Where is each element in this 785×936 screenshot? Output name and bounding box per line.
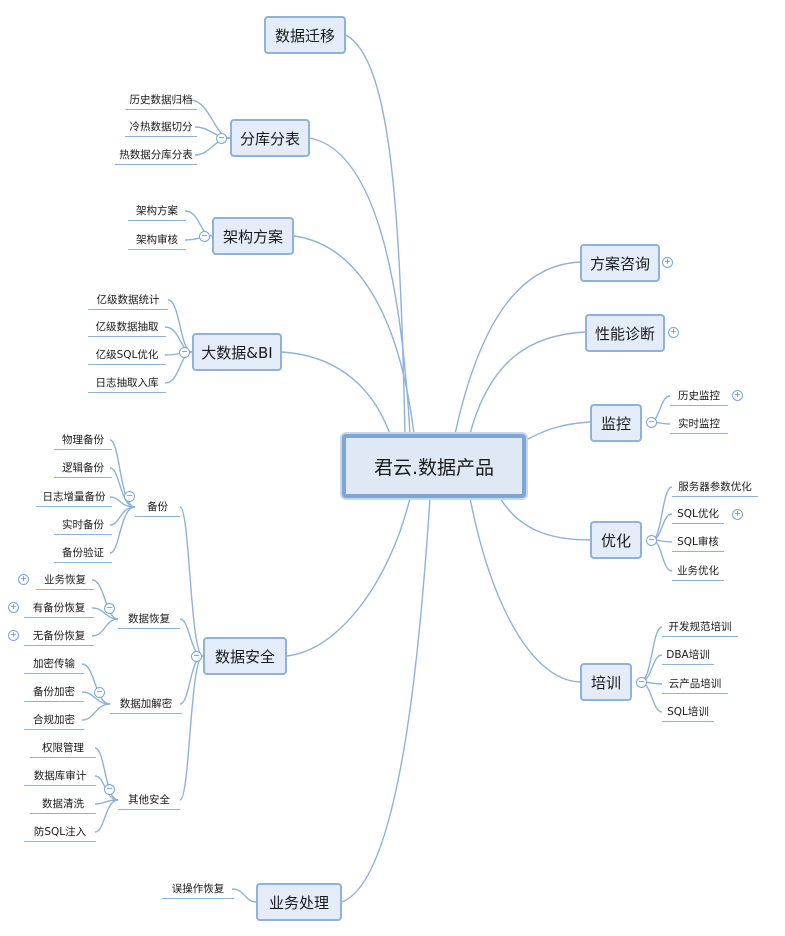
subtopic-item[interactable]: 加密传输 [24,654,84,674]
collapse-toggle-icon[interactable]: − [179,347,190,358]
topic-architecture[interactable]: 架构方案 [212,217,294,255]
collapse-toggle-icon[interactable]: − [191,651,202,662]
link-monitor [525,421,591,441]
subtopic-item[interactable]: 实时监控 [670,414,728,434]
collapse-toggle-icon[interactable]: − [646,417,657,428]
security-group-encryption[interactable]: 数据加解密 [110,694,182,714]
security-group-other[interactable]: 其他安全 [118,790,180,810]
collapse-toggle-icon[interactable]: − [94,687,105,698]
subtopic-item[interactable]: 亿级数据统计 [88,290,168,310]
subtopic-item[interactable]: 业务恢复 [36,570,94,590]
expand-toggle-icon[interactable]: + [8,630,19,641]
topic-training[interactable]: 培训 [580,663,632,701]
subtopic-item[interactable]: 服务器参数优化 [672,477,758,497]
link-architecture [293,235,415,435]
subtopic-item[interactable]: 亿级SQL优化 [88,345,166,365]
subtopic-item[interactable]: 历史监控 [670,386,728,406]
link-bigdata [281,351,391,435]
topic-monitor[interactable]: 监控 [590,404,642,442]
expand-toggle-icon[interactable]: + [662,257,673,268]
link-consulting [454,261,581,435]
topic-migration[interactable]: 数据迁移 [264,16,346,54]
subtopic-item[interactable]: 物理备份 [54,430,112,450]
subtopic-item[interactable]: 日志抽取入库 [88,373,166,393]
collapse-toggle-icon[interactable]: − [636,677,647,688]
subtopic-item[interactable]: 备份加密 [24,682,84,702]
subtopic-item[interactable]: SQL优化 [672,504,724,524]
security-group-recovery[interactable]: 数据恢复 [118,609,180,629]
subtopic-item[interactable]: 权限管理 [30,738,96,758]
central-topic[interactable]: 君云.数据产品 [342,434,526,498]
topic-security[interactable]: 数据安全 [203,637,287,675]
collapse-toggle-icon[interactable]: − [104,784,115,795]
topic-sharding[interactable]: 分库分表 [230,119,310,157]
subtopic-item[interactable]: 冷热数据切分 [125,117,197,137]
subtopic-item[interactable]: 亿级数据抽取 [88,317,166,337]
subtopic-item[interactable]: 热数据分库分表 [115,145,197,165]
subtopic-item[interactable]: 误操作恢复 [162,879,234,899]
link-training [469,497,581,683]
subtopic-item[interactable]: 逻辑备份 [54,458,112,478]
topic-diagnosis[interactable]: 性能诊断 [585,314,665,352]
expand-toggle-icon[interactable]: + [732,390,743,401]
subtopic-item[interactable]: 防SQL注入 [24,822,96,842]
expand-toggle-icon[interactable]: + [668,327,679,338]
expand-toggle-icon[interactable]: + [732,509,743,520]
link-diagnosis [469,331,586,435]
collapse-toggle-icon[interactable]: − [124,491,135,502]
security-group-backup[interactable]: 备份 [135,497,180,517]
subtopic-item[interactable]: 架构审核 [128,230,186,250]
subtopic-item[interactable]: 业务优化 [672,561,724,581]
subtopic-item[interactable]: SQL审核 [672,532,724,552]
subtopic-item[interactable]: 数据清洗 [30,794,96,814]
link-optimize [499,497,591,541]
link-migration [345,34,406,435]
collapse-toggle-icon[interactable]: − [104,603,115,614]
topic-consulting[interactable]: 方案咨询 [580,244,660,282]
expand-toggle-icon[interactable]: + [18,574,29,585]
collapse-toggle-icon[interactable]: − [646,535,657,546]
subtopic-item[interactable]: 历史数据归档 [125,90,197,110]
subtopic-item[interactable]: DBA培训 [662,645,714,665]
subtopic-item[interactable]: 数据库审计 [24,766,96,786]
subtopic-item[interactable]: 合规加密 [24,710,84,730]
link-sharding [309,137,411,435]
subtopic-item[interactable]: 日志增量备份 [36,487,112,507]
topic-optimize[interactable]: 优化 [590,521,642,559]
subtopic-item[interactable]: 无备份恢复 [24,626,94,646]
subtopic-item[interactable]: SQL培训 [662,702,714,722]
topic-bigdata[interactable]: 大数据&BI [192,333,282,371]
link-business [341,497,431,903]
subtopic-item[interactable]: 云产品培训 [662,674,728,694]
subtopic-item[interactable]: 有备份恢复 [24,598,94,618]
subtopic-item[interactable]: 实时备份 [54,515,112,535]
subtopic-item[interactable]: 开发规范培训 [662,617,738,637]
collapse-toggle-icon[interactable]: − [216,133,227,144]
collapse-toggle-icon[interactable]: − [199,231,210,242]
link-security [286,497,411,657]
expand-toggle-icon[interactable]: + [8,602,19,613]
topic-business[interactable]: 业务处理 [256,883,342,921]
subtopic-item[interactable]: 架构方案 [128,201,186,221]
subtopic-item[interactable]: 备份验证 [54,543,112,563]
